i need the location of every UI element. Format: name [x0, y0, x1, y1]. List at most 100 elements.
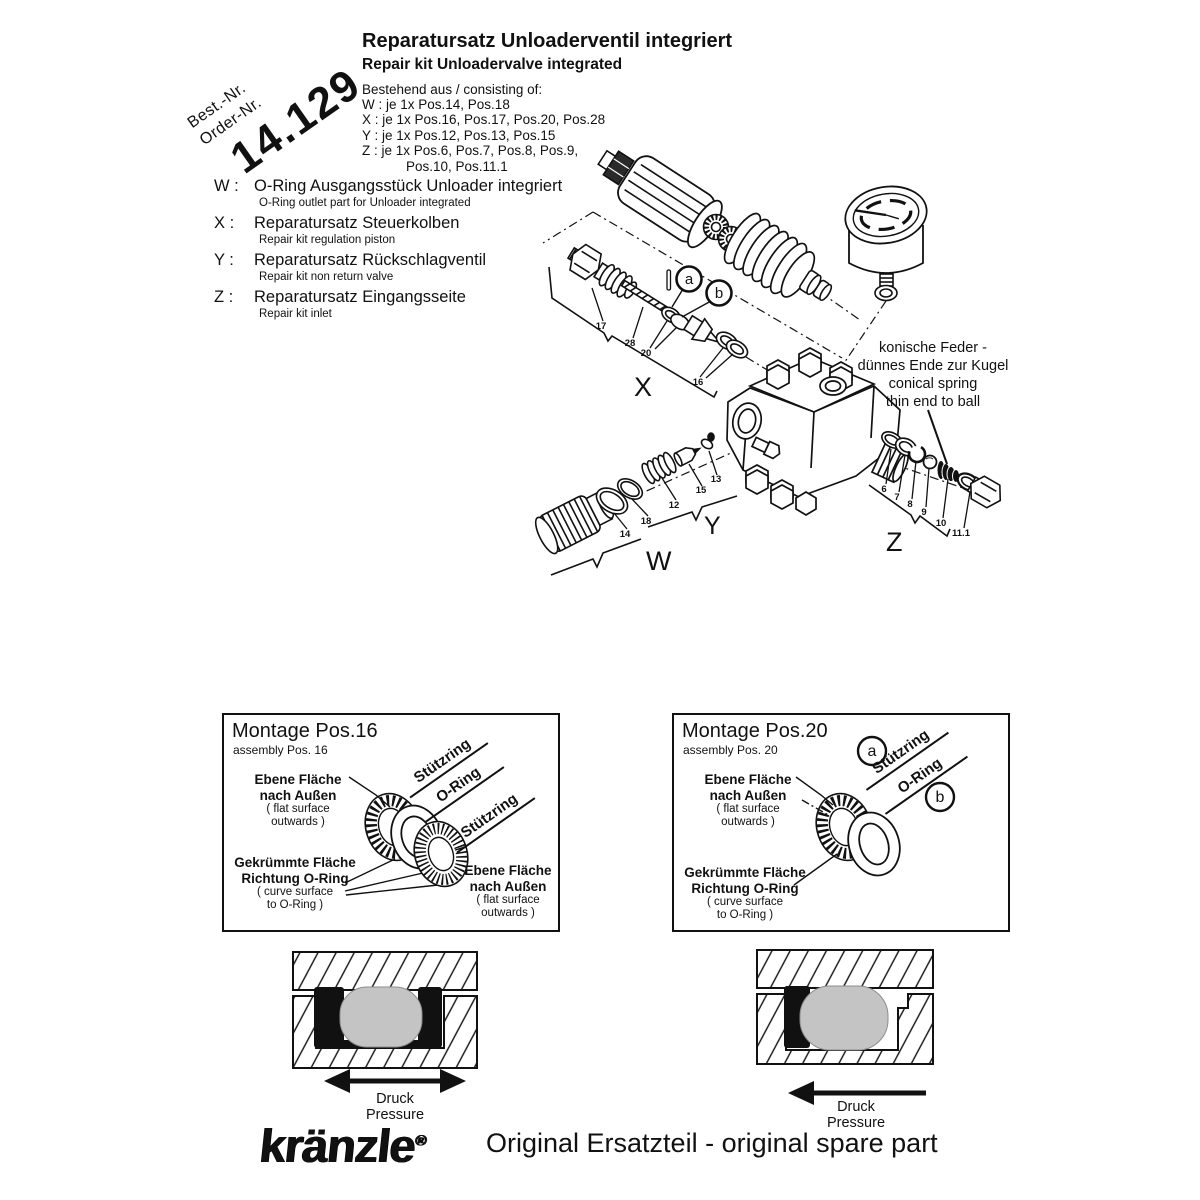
- callout-b-circle: [924, 781, 956, 813]
- legend-key-x: X :: [214, 213, 235, 232]
- group-x-regulation-piston: [566, 243, 749, 359]
- part-leaders: [591, 287, 971, 530]
- legend-de-w: O-Ring Ausgangsstück Unloader integriert: [254, 177, 563, 195]
- note-line-3: conical spring: [889, 376, 978, 392]
- o-ring: [847, 811, 901, 877]
- contents-line-y: Y : je 1x Pos.12, Pos.13, Pos.15: [362, 127, 556, 143]
- part-20: 20: [641, 348, 652, 359]
- legend-en-x: Repair kit regulation piston: [259, 233, 396, 246]
- pressure-gauge: [844, 185, 928, 302]
- part-7: 7: [894, 492, 899, 503]
- housing-top: [756, 949, 934, 989]
- assembly-pos16-drawing: [344, 776, 469, 896]
- pressure-label-de: Druck: [376, 1091, 415, 1107]
- assembly-pos20-drawing: a b: [793, 735, 956, 886]
- housing-top: [292, 951, 478, 991]
- o-ring-14: [595, 487, 629, 515]
- assembly-box-pos16: Montage Pos.16 assembly Pos. 16 Stützrin…: [222, 713, 560, 932]
- exploded-parts-diagram: a b 17 28 20 16 14 18 12 15 13 6 7 8 9 1…: [534, 149, 1009, 576]
- group-label-x: X: [634, 372, 652, 402]
- o-ring-section: [339, 986, 423, 1048]
- valve-ball-small: [707, 432, 715, 442]
- registered-mark: ®: [414, 1132, 428, 1150]
- support-ring-right-section: [418, 987, 442, 1048]
- part-8: 8: [907, 499, 912, 510]
- seal-cross-section-pos16: Druck Pressure: [292, 951, 478, 1122]
- order-number-stamp: Best.-Nr. Order-Nr. 14.129: [184, 24, 370, 193]
- kit-contents: W : je 1x Pos.14, Pos.18 X : je 1x Pos.1…: [362, 97, 832, 174]
- legend-item-w: W : O-Ring Ausgangsstück Unloader integr…: [214, 177, 562, 210]
- support-ring-right: [413, 820, 469, 888]
- piston-o-ring-2: [725, 339, 749, 359]
- header: Reparatursatz Unloaderventil integriert …: [362, 30, 832, 174]
- part-9: 9: [921, 507, 926, 518]
- part-16: 16: [693, 377, 704, 388]
- callout-a-label: a: [685, 271, 694, 288]
- legend-key-z: Z :: [214, 287, 234, 306]
- callout-b-label: b: [715, 285, 723, 302]
- part-12: 12: [669, 500, 680, 511]
- part-18: 18: [641, 516, 652, 527]
- o-ring-section: [799, 985, 889, 1051]
- part-10: 10: [936, 518, 947, 529]
- original-spare-part-tagline: Original Ersatzteil - original spare par…: [486, 1128, 938, 1158]
- consisting-label: Bestehend aus / consisting of:: [362, 82, 543, 98]
- bottom-hex-bolts: [745, 464, 817, 516]
- legend-key-y: Y :: [214, 250, 234, 269]
- support-ring-left-section: [314, 987, 344, 1048]
- part-15: 15: [696, 485, 707, 496]
- page-title-en: Repair kit Unloadervalve integrated: [362, 56, 623, 73]
- o-ring-18: [616, 478, 644, 500]
- contents-line-z: Z : je 1x Pos.6, Pos.7, Pos.8, Pos.9,: [362, 143, 579, 159]
- valve-block: [726, 347, 909, 516]
- side-fitting: [750, 436, 781, 460]
- group-label-y: Y: [704, 512, 721, 540]
- legend-key-w: W :: [214, 177, 239, 195]
- note-line-4: thin end to ball: [886, 394, 980, 410]
- pin: [666, 269, 672, 291]
- legend-en-w: O-Ring outlet part for Unloader integrat…: [259, 196, 471, 209]
- callout-a-circle: [675, 265, 703, 293]
- assembly-box-pos20: a b Montage Pos.20 assembly Pos. 20 Stüt…: [672, 713, 1010, 932]
- group-y-non-return-valve: [641, 432, 715, 485]
- left-port: [731, 402, 763, 440]
- page-title-de: Reparatursatz Unloaderventil integriert: [362, 30, 733, 52]
- part-13: 13: [711, 474, 722, 485]
- pressure-spring: [723, 212, 833, 302]
- pressure-label-de: Druck: [837, 1099, 876, 1115]
- assembly-subtitle-20: assembly Pos. 20: [683, 743, 778, 757]
- inlet-plug: [966, 475, 1002, 509]
- conical-spring-note: konische Feder - dünnes Ende zur Kugel c…: [858, 340, 1009, 410]
- part-6: 6: [881, 484, 886, 495]
- group-brackets: [548, 266, 951, 576]
- part-17: 17: [596, 321, 607, 332]
- group-label-w: W: [646, 546, 672, 576]
- contents-line-z2: Pos.10, Pos.11.1: [406, 158, 508, 174]
- assembly-title-16: Montage Pos.16: [232, 720, 378, 742]
- part-14: 14: [620, 529, 631, 540]
- legend-de-y: Reparatursatz Rückschlagventil: [254, 250, 487, 269]
- legend-en-z: Repair kit inlet: [259, 307, 332, 320]
- kraenzle-logo: kränzle®: [257, 1118, 429, 1173]
- note-line-1: konische Feder -: [879, 340, 987, 356]
- part-11-1: 11.1: [952, 528, 971, 539]
- callout-b-circle: [705, 279, 733, 307]
- legend-item-y: Y : Reparatursatz Rückschlagventil Repai…: [214, 251, 562, 284]
- assembly-title-20: Montage Pos.20: [682, 720, 828, 742]
- pressure-label-en: Pressure: [827, 1115, 885, 1131]
- valve-cone: [673, 447, 702, 467]
- legend-de-z: Reparatursatz Eingangsseite: [254, 287, 466, 306]
- contents-line-x: X : je 1x Pos.16, Pos.17, Pos.20, Pos.28: [362, 112, 606, 128]
- conical-spring: [936, 460, 960, 483]
- assembly-subtitle-16: assembly Pos. 16: [233, 743, 328, 757]
- contents-line-w: W : je 1x Pos.14, Pos.18: [362, 97, 510, 113]
- legend-de-x: Reparatursatz Steuerkolben: [254, 213, 460, 232]
- note-line-2: dünnes Ende zur Kugel: [858, 358, 1009, 374]
- group-w-outlet: [534, 478, 644, 555]
